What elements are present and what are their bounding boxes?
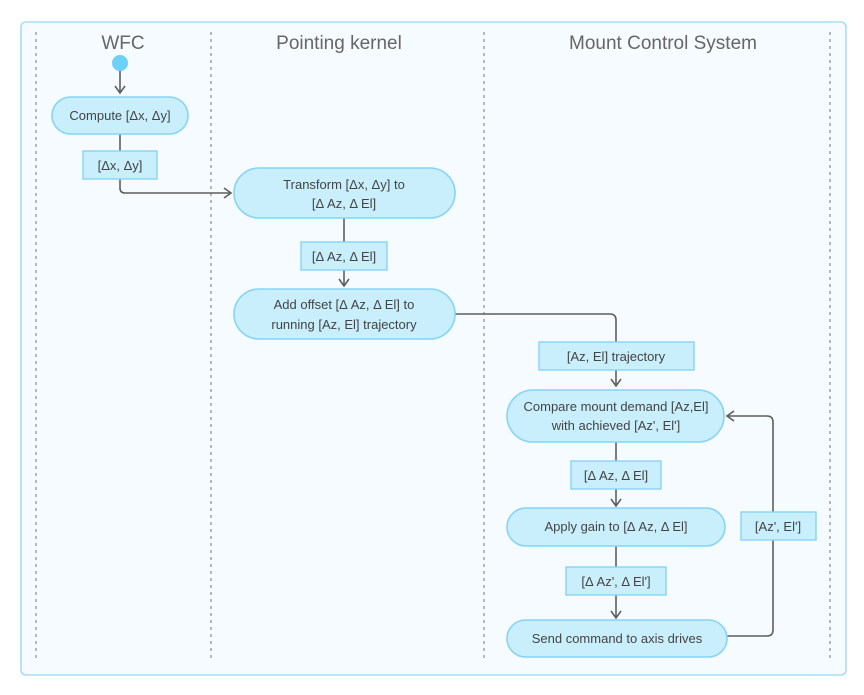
object-node-dxdy (82, 150, 158, 180)
object-node-daz-del-2 (570, 460, 662, 490)
arrowhead (610, 610, 622, 620)
action-apply-gain (506, 507, 726, 547)
action-compare-label-2: with achieved [Az', El'] (551, 418, 681, 433)
action-send-command-label: Send command to axis drives (532, 631, 703, 646)
arrowhead (610, 378, 622, 388)
object-node-az-el-prime-label: [Az', El'] (755, 519, 801, 534)
action-transform-label-1: Transform [Δx, Δy] to (283, 177, 405, 192)
object-node-azel-trajectory-label: [Az, El] trajectory (567, 349, 666, 364)
action-compare-label-1: Compare mount demand [Az,El] (524, 399, 709, 414)
action-apply-gain-label: Apply gain to [Δ Az, Δ El] (544, 519, 687, 534)
action-compare (506, 389, 725, 443)
object-node-azel-trajectory (538, 341, 695, 371)
action-compute (51, 96, 189, 135)
action-compute-label: Compute [Δx, Δy] (69, 108, 170, 123)
action-add-offset-label-1: Add offset [Δ Az, Δ El] to (274, 297, 415, 312)
object-node-daz-del-label: [Δ Az, Δ El] (312, 249, 376, 264)
object-node-dxdy-label: [Δx, Δy] (98, 158, 143, 173)
action-add-offset (233, 288, 456, 340)
action-send-command (506, 619, 728, 658)
arrowhead (338, 278, 350, 288)
arrowhead (223, 187, 233, 199)
arrowhead (725, 410, 735, 422)
arrowhead (610, 498, 622, 508)
object-node-daz-del-prime-label: [Δ Az', Δ El'] (581, 574, 650, 589)
lane-title-mount-control: Mount Control System (569, 33, 757, 54)
lane-title-pointing-kernel: Pointing kernel (276, 33, 402, 54)
action-add-offset-label-2: running [Az, El] trajectory (271, 317, 417, 332)
object-node-az-el-prime (740, 511, 817, 541)
object-node-daz-del (300, 241, 388, 271)
edge-add-offset-to-compare (455, 313, 617, 386)
object-node-daz-del-prime (565, 566, 667, 596)
action-transform (233, 167, 456, 219)
arrowhead (114, 85, 126, 95)
edge-compute-to-transform (119, 134, 231, 194)
action-transform-label-2: [Δ Az, Δ El] (312, 196, 376, 211)
initial-node (112, 55, 128, 71)
object-node-daz-del-2-label: [Δ Az, Δ El] (584, 468, 648, 483)
lane-title-wfc: WFC (101, 33, 144, 54)
